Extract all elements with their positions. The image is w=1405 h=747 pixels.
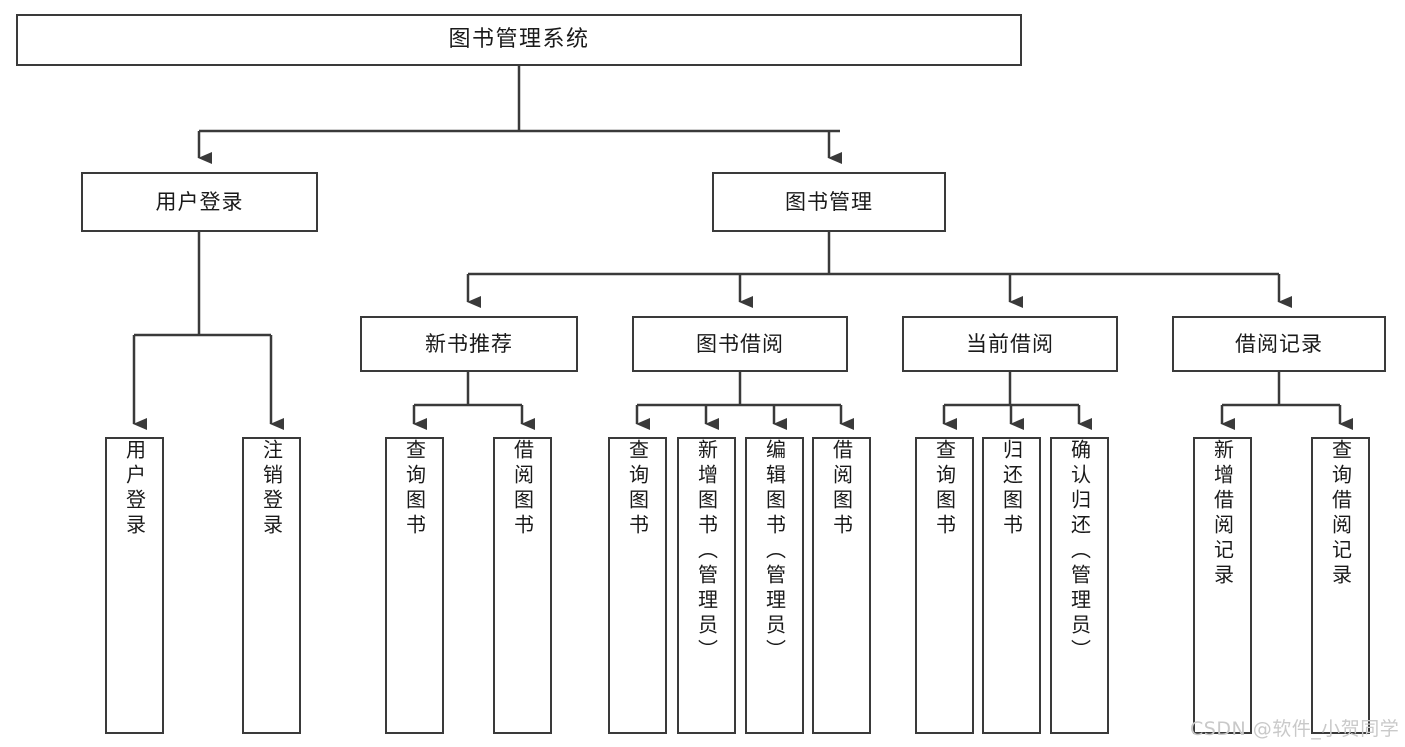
- node-label: 归还图书: [999, 439, 1024, 539]
- node-current-borrow[interactable]: 当前借阅: [902, 316, 1118, 372]
- node-leaf-logout-login[interactable]: 注销登录: [242, 437, 301, 734]
- node-leaf-query-borrow-record[interactable]: 查询借阅记录: [1311, 437, 1370, 734]
- node-leaf-borrow-book-recommend[interactable]: 借阅图书: [493, 437, 552, 734]
- node-label: 新增借阅记录: [1210, 439, 1235, 589]
- node-label: 编辑图书（管理员）: [762, 439, 787, 664]
- node-label: 用户登录: [155, 189, 244, 214]
- node-leaf-return-book[interactable]: 归还图书: [982, 437, 1041, 734]
- node-leaf-borrow-book[interactable]: 借阅图书: [812, 437, 871, 734]
- node-leaf-add-book[interactable]: 新增图书（管理员）: [677, 437, 736, 734]
- node-label: 新书推荐: [425, 331, 513, 356]
- node-user-login[interactable]: 用户登录: [81, 172, 318, 232]
- node-label: 图书管理: [785, 189, 873, 214]
- node-leaf-user-login[interactable]: 用户登录: [105, 437, 164, 734]
- node-new-book-recommend[interactable]: 新书推荐: [360, 316, 578, 372]
- node-borrow-record[interactable]: 借阅记录: [1172, 316, 1386, 372]
- node-label: 新增图书（管理员）: [694, 439, 719, 664]
- node-label: 借阅图书: [510, 439, 535, 539]
- node-leaf-query-book-recommend[interactable]: 查询图书: [385, 437, 444, 734]
- node-label: 图书管理系统: [448, 27, 590, 53]
- node-leaf-query-book-borrow[interactable]: 查询图书: [608, 437, 667, 734]
- node-label: 确认归还（管理员）: [1067, 439, 1092, 664]
- node-label: 注销登录: [259, 439, 284, 539]
- node-label: 用户登录: [122, 439, 147, 539]
- node-label: 当前借阅: [966, 331, 1054, 356]
- node-leaf-add-borrow-record[interactable]: 新增借阅记录: [1193, 437, 1252, 734]
- node-label: 借阅记录: [1235, 331, 1323, 356]
- node-leaf-confirm-return[interactable]: 确认归还（管理员）: [1050, 437, 1109, 734]
- node-leaf-edit-book[interactable]: 编辑图书（管理员）: [745, 437, 804, 734]
- node-leaf-query-book-current[interactable]: 查询图书: [915, 437, 974, 734]
- csdn-watermark: CSDN @软件_小贺同学: [1190, 718, 1400, 740]
- node-label: 查询图书: [625, 439, 650, 539]
- node-book-borrow[interactable]: 图书借阅: [632, 316, 848, 372]
- node-label: 查询借阅记录: [1328, 439, 1353, 589]
- node-label: 图书借阅: [696, 331, 784, 356]
- node-label: 查询图书: [402, 439, 427, 539]
- node-label: 查询图书: [932, 439, 957, 539]
- node-label: 借阅图书: [829, 439, 854, 539]
- node-book-management[interactable]: 图书管理: [712, 172, 946, 232]
- node-root-book-management-system[interactable]: 图书管理系统: [16, 14, 1022, 66]
